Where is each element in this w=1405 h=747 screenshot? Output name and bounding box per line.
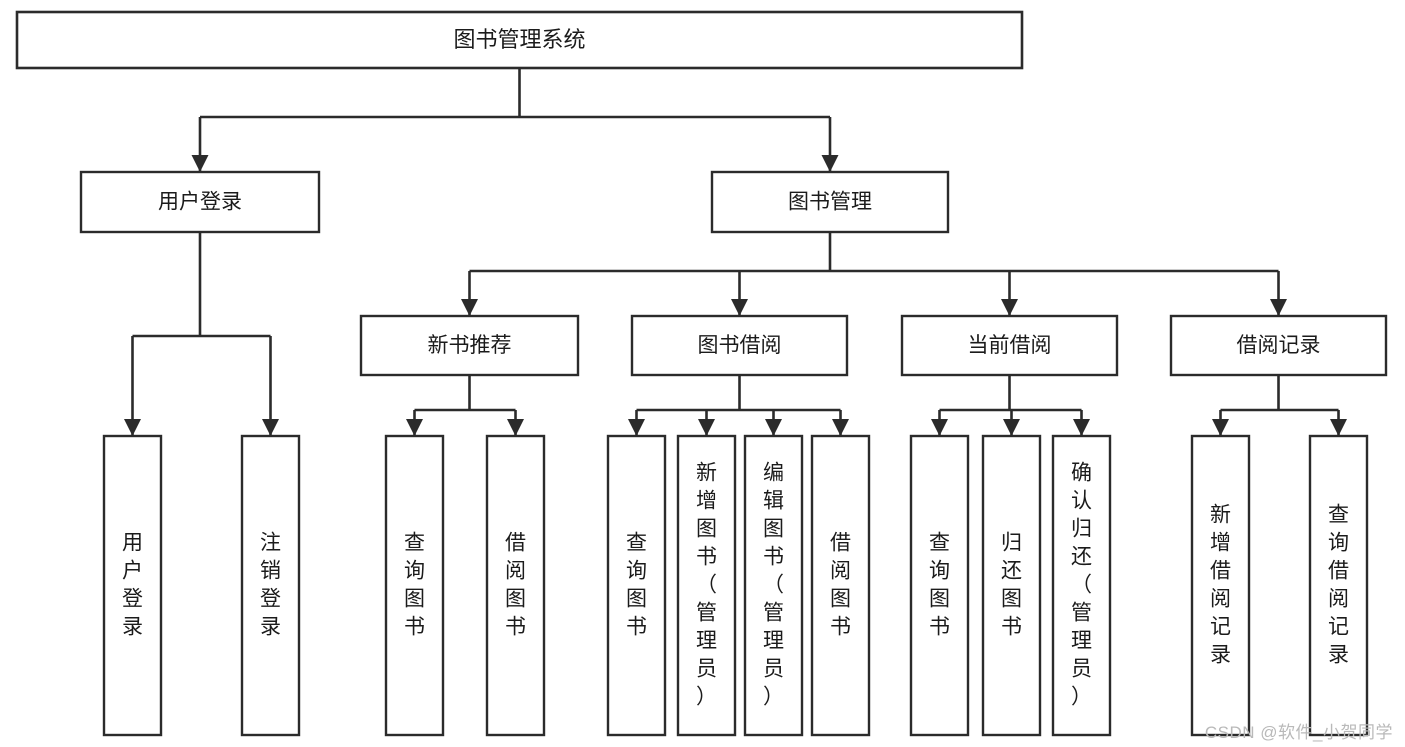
node-level2-0[interactable]: 用户登录 [79, 170, 321, 234]
connector-arrow-icon [406, 419, 423, 436]
node-leaf-9[interactable]: 归还图书 [981, 434, 1042, 737]
node-leaf-3-label: 借阅图书 [505, 531, 526, 638]
node-level3-2-box [900, 314, 1119, 377]
node-leaf-10-box [1051, 434, 1112, 737]
node-level2-1[interactable]: 图书管理 [710, 170, 950, 234]
node-leaf-11[interactable]: 新增借阅记录 [1190, 434, 1251, 737]
connector-arrow-icon [1212, 419, 1229, 436]
node-root-label: 图书管理系统 [453, 27, 585, 52]
node-leaf-5-box [676, 434, 737, 737]
connector-arrow-icon [628, 419, 645, 436]
node-leaf-8-label: 查询图书 [929, 531, 950, 638]
node-level3-1[interactable]: 图书借阅 [630, 314, 849, 377]
node-root-box [15, 10, 1024, 70]
node-leaf-3[interactable]: 借阅图书 [485, 434, 546, 737]
node-leaf-7-box [810, 434, 871, 737]
node-level3-0-box [359, 314, 580, 377]
node-leaf-9-box [981, 434, 1042, 737]
node-leaf-6-label: 编辑图书（管理员） [763, 461, 784, 708]
node-leaf-8-box [909, 434, 970, 737]
node-level3-1-label: 图书借阅 [698, 334, 782, 357]
connector-arrow-icon [461, 299, 478, 316]
connector-arrow-icon [262, 419, 279, 436]
node-leaf-5-label: 新增图书（管理员） [696, 461, 717, 708]
node-leaf-3-box [485, 434, 546, 737]
node-leaf-6-box [743, 434, 804, 737]
node-leaf-1-box [240, 434, 301, 737]
node-level3-0[interactable]: 新书推荐 [359, 314, 580, 377]
node-level3-0-label: 新书推荐 [428, 334, 512, 357]
node-leaf-11-label: 新增借阅记录 [1210, 503, 1231, 666]
node-leaf-1[interactable]: 注销登录 [240, 434, 301, 737]
connector-arrow-icon [507, 419, 524, 436]
watermark-label: CSDN @软件_小贺同学 [1204, 723, 1393, 742]
node-level3-3[interactable]: 借阅记录 [1169, 314, 1388, 377]
connector-arrow-icon [1073, 419, 1090, 436]
connector-arrow-icon [1270, 299, 1287, 316]
connector-arrow-icon [832, 419, 849, 436]
node-level3-3-label: 借阅记录 [1237, 334, 1321, 357]
node-leaf-4-box [606, 434, 667, 737]
connectors-layer [124, 68, 1347, 436]
node-leaf-2[interactable]: 查询图书 [384, 434, 445, 737]
connector-arrow-icon [765, 419, 782, 436]
node-level3-1-box [630, 314, 849, 377]
node-leaf-7-label: 借阅图书 [830, 531, 851, 638]
node-leaf-0-box [102, 434, 163, 737]
connector-arrow-icon [1001, 299, 1018, 316]
node-leaf-8[interactable]: 查询图书 [909, 434, 970, 737]
node-level3-2[interactable]: 当前借阅 [900, 314, 1119, 377]
node-leaf-9-label: 归还图书 [1001, 531, 1022, 638]
connector-arrow-icon [698, 419, 715, 436]
node-leaf-4[interactable]: 查询图书 [606, 434, 667, 737]
node-root[interactable]: 图书管理系统 [15, 10, 1024, 70]
node-level3-3-box [1169, 314, 1388, 377]
node-leaf-2-box [384, 434, 445, 737]
node-level2-1-box [710, 170, 950, 234]
node-leaf-12[interactable]: 查询借阅记录 [1308, 434, 1369, 737]
node-leaf-10-label: 确认归还（管理员） [1071, 461, 1092, 708]
nodes-layer: 图书管理系统用户登录图书管理新书推荐图书借阅当前借阅借阅记录用户登录注销登录查询… [15, 10, 1388, 737]
node-leaf-6[interactable]: 编辑图书（管理员） [743, 434, 804, 737]
node-level2-0-box [79, 170, 321, 234]
node-level2-1-label: 图书管理 [788, 191, 872, 214]
node-leaf-7[interactable]: 借阅图书 [810, 434, 871, 737]
node-leaf-10[interactable]: 确认归还（管理员） [1051, 434, 1112, 737]
node-leaf-2-label: 查询图书 [404, 531, 425, 638]
node-leaf-5[interactable]: 新增图书（管理员） [676, 434, 737, 737]
node-leaf-12-box [1308, 434, 1369, 737]
connector-arrow-icon [1330, 419, 1347, 436]
connector-arrow-icon [1003, 419, 1020, 436]
node-level2-0-label: 用户登录 [158, 191, 242, 214]
node-leaf-0-label: 用户登录 [122, 531, 143, 638]
connector-arrow-icon [124, 419, 141, 436]
connector-arrow-icon [931, 419, 948, 436]
node-level3-2-label: 当前借阅 [968, 334, 1052, 357]
node-leaf-1-label: 注销登录 [260, 531, 281, 638]
node-leaf-4-label: 查询图书 [626, 531, 647, 638]
node-leaf-11-box [1190, 434, 1251, 737]
connector-arrow-icon [191, 155, 209, 172]
connector-arrow-icon [731, 299, 748, 316]
connector-arrow-icon [821, 155, 839, 172]
node-leaf-12-label: 查询借阅记录 [1328, 503, 1349, 666]
node-leaf-0[interactable]: 用户登录 [102, 434, 163, 737]
